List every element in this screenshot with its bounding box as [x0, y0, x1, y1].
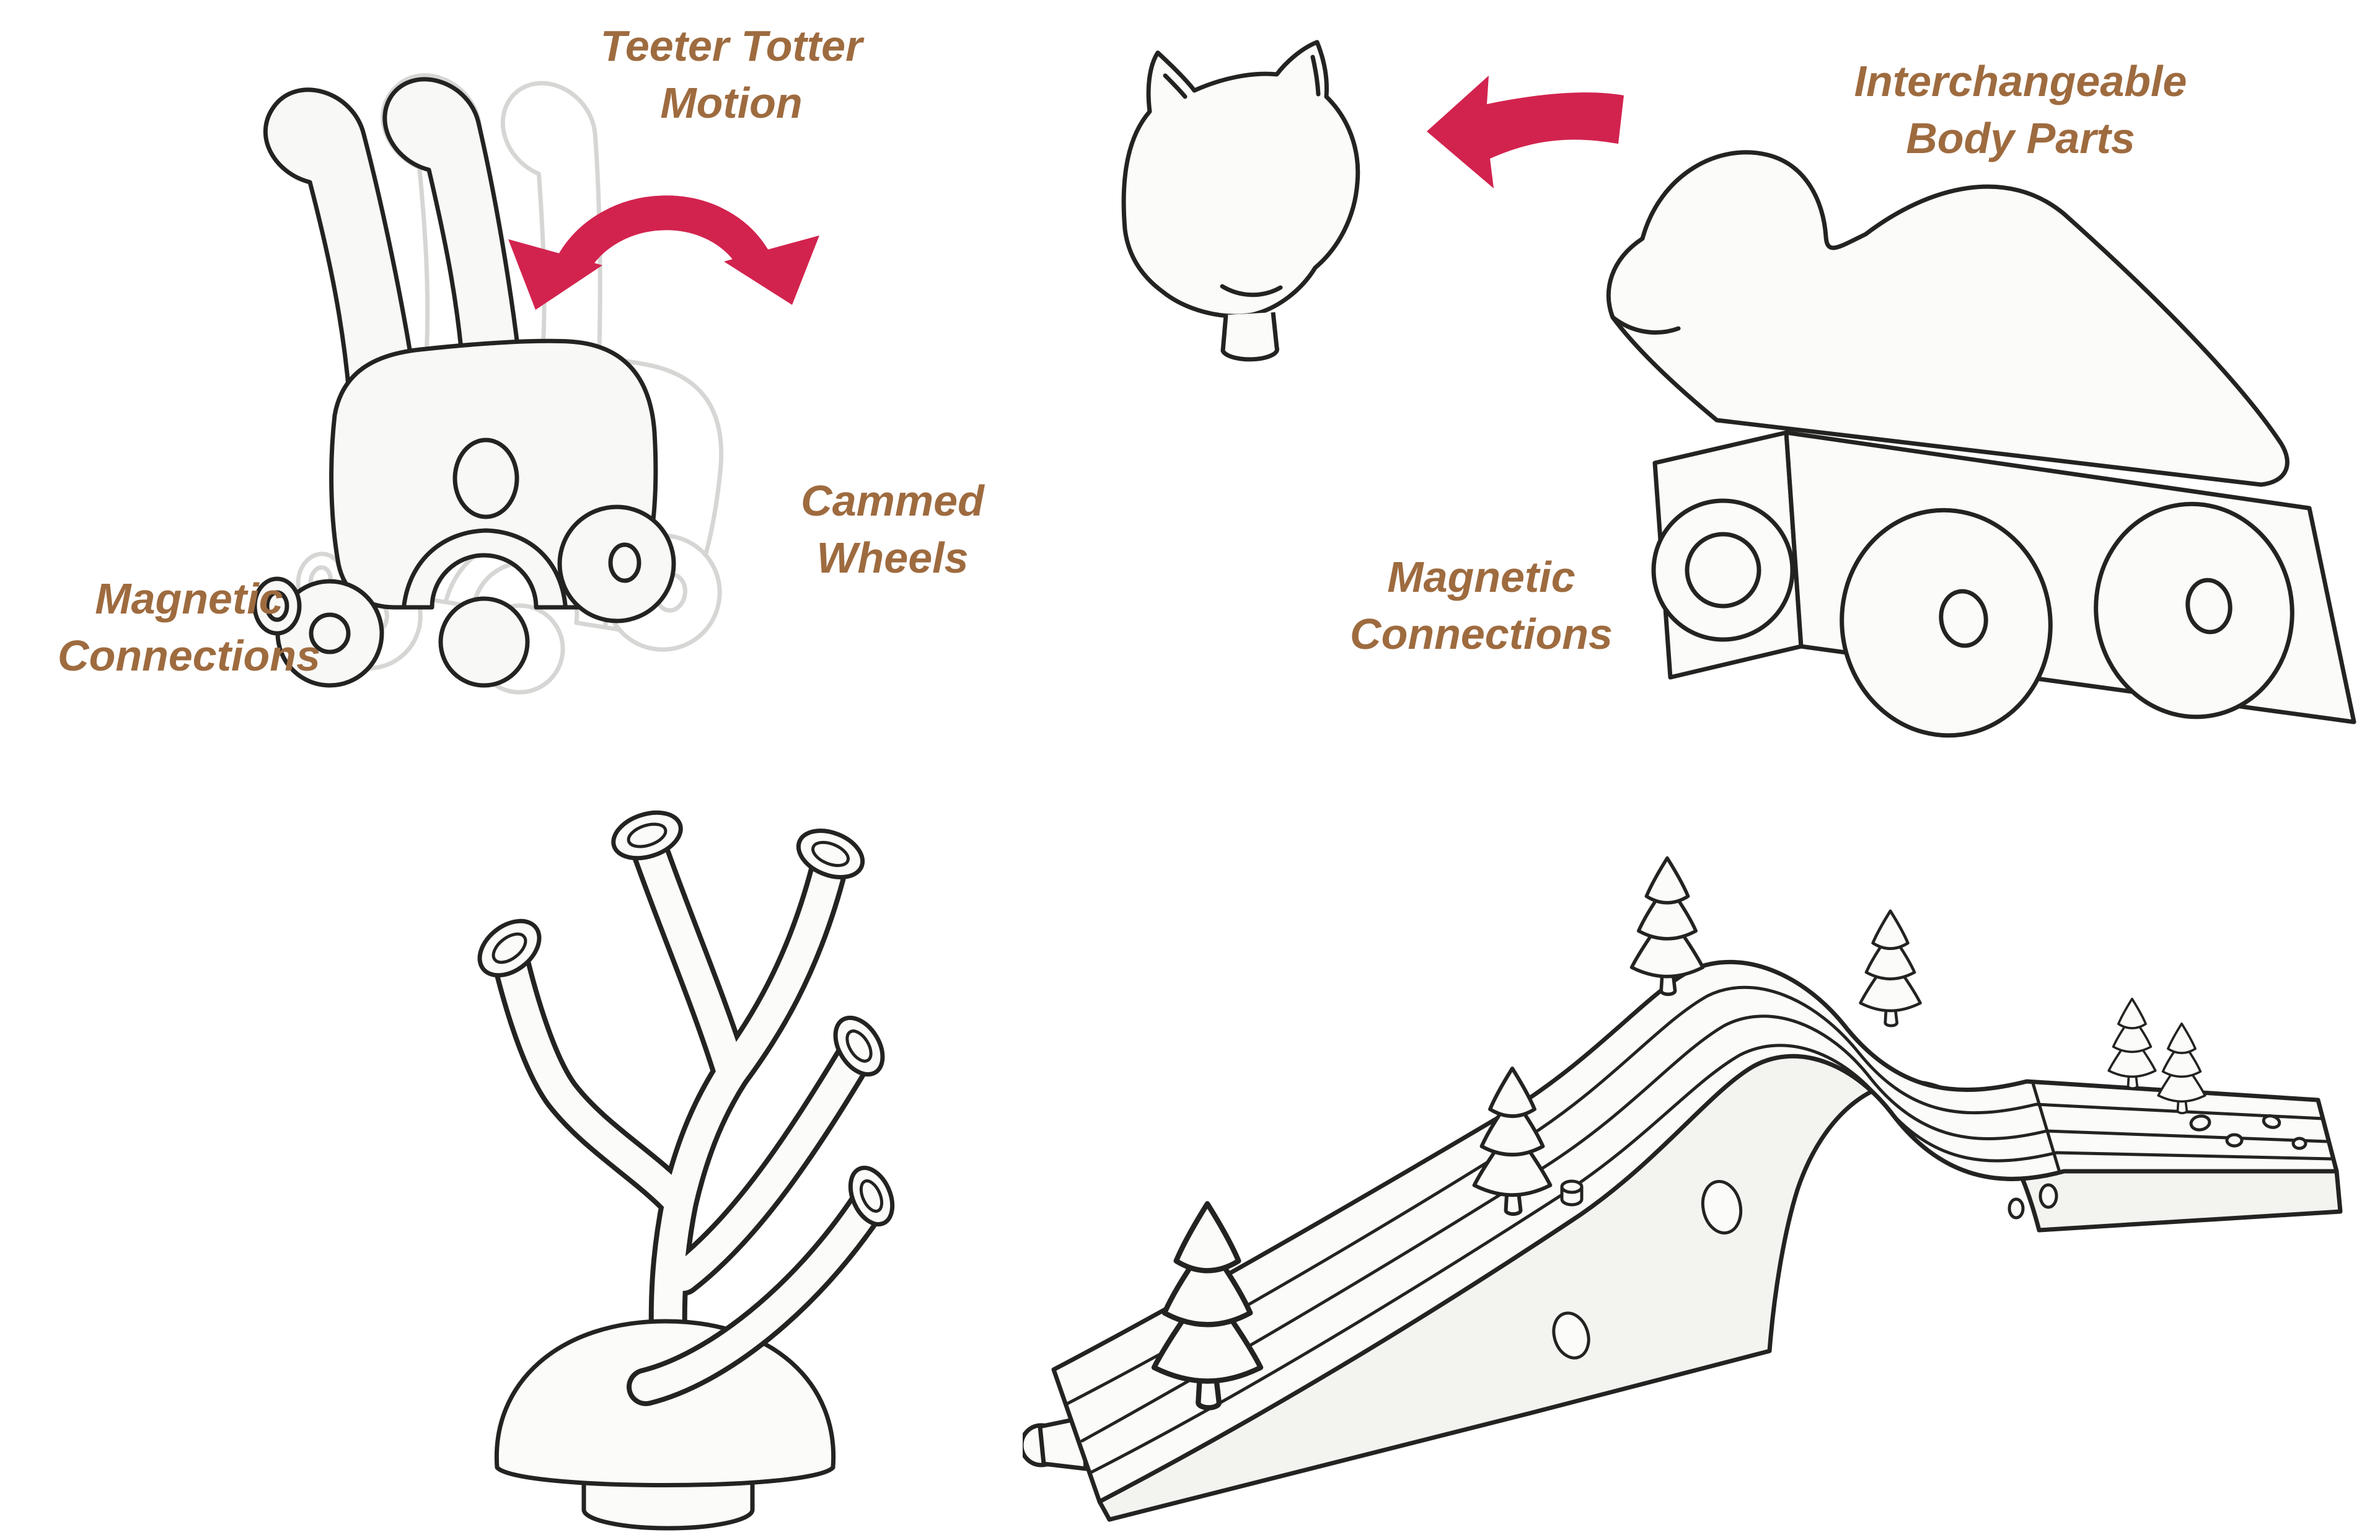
tree-peg [1560, 1179, 1584, 1207]
label-magnetic-connections-right: Magnetic Connections [1302, 548, 1661, 663]
track-grooves [1065, 985, 2334, 1474]
label-teeter-motion: Teeter Totter Motion [514, 17, 948, 132]
front-branch [627, 1165, 895, 1406]
label-line: Interchangeable [1854, 57, 2187, 105]
teeter-arrow-icon [508, 195, 819, 310]
label-cammed-wheels: Cammed Wheels [719, 472, 1066, 587]
label-interchangeable-parts: Interchangeable Body Parts [1797, 53, 2244, 167]
pine-tree-icon [1861, 911, 1921, 1026]
swap-arrow-icon [1427, 76, 1624, 188]
label-line: Body Parts [1906, 114, 2135, 163]
label-line: Connections [1350, 610, 1613, 659]
pine-tree-icon [2107, 997, 2157, 1090]
label-line: Cammed [801, 477, 984, 525]
label-line: Teeter Totter [600, 22, 863, 70]
side-face-holes [1552, 1179, 2058, 1360]
label-line: Connections [58, 631, 320, 680]
label-line: Magnetic [1387, 553, 1576, 601]
bridge-sketch [1023, 824, 2343, 1522]
wagon-side-wheels [1840, 501, 2294, 738]
duck-bill-line [1610, 315, 1681, 335]
tree-dome-base [494, 1319, 836, 1487]
cat-head [1121, 40, 1360, 319]
cat-head-part-sketch [1121, 40, 1360, 362]
branch-tubes [490, 827, 876, 1383]
teeter-toy-sketch [124, 19, 819, 725]
tube-openings [477, 810, 885, 1077]
label-line: Motion [660, 79, 803, 128]
branch-tree-sketch [477, 810, 895, 1531]
label-line: Wheels [816, 534, 969, 583]
duck-body [1606, 150, 2290, 487]
tree-foot [581, 1476, 755, 1531]
magnet-peg [1220, 312, 1279, 362]
label-line: Magnetic [95, 574, 283, 623]
label-magnetic-connections-left: Magnetic Connections [12, 570, 366, 685]
wagon-front-wheel [1651, 498, 1795, 642]
surface-pebbles [2189, 1114, 2307, 1150]
duck-wagon-sketch [1606, 150, 2356, 738]
